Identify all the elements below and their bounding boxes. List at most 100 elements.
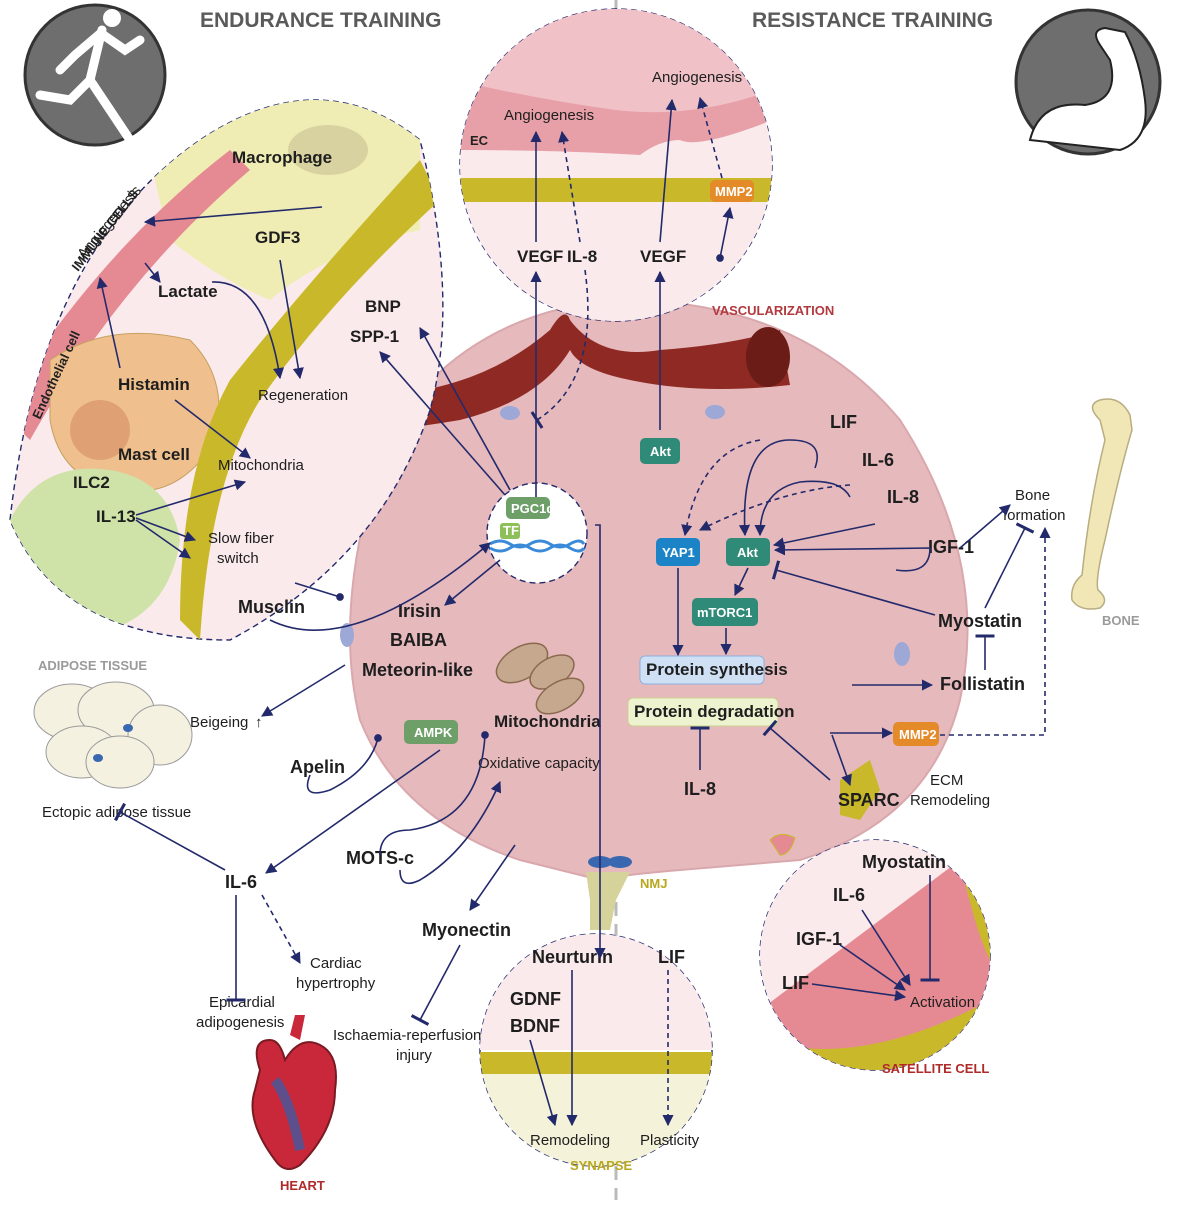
epicardial-line2: adipogenesis: [196, 1014, 284, 1031]
adipose-tissue-label: ADIPOSE TISSUE: [38, 658, 147, 673]
flexed-arm-icon: [1014, 8, 1162, 156]
ampk-box: AMPK: [404, 720, 458, 744]
ischaemia-line2: injury: [396, 1047, 432, 1064]
adipose-cells-icon: [33, 681, 193, 789]
il8-muscle-label: IL-8: [887, 487, 919, 507]
cardiac-line2: hypertrophy: [296, 975, 376, 992]
pathway-arrows: [114, 269, 1051, 1026]
tf-box: TF: [503, 523, 519, 538]
mtorc1-box: mTORC1: [692, 598, 758, 626]
ecm-line2: Remodeling: [910, 792, 990, 809]
gdnf-label: GDNF: [510, 989, 561, 1009]
synapse-label: SYNAPSE: [570, 1158, 632, 1173]
yap1-box: YAP1: [656, 538, 700, 566]
mitochondria-icon: [495, 642, 585, 715]
slow-fiber-line2: switch: [217, 550, 259, 567]
ec-label: EC: [470, 133, 489, 148]
activation-label: Activation: [910, 994, 975, 1011]
vegf-right-label: VEGF: [640, 247, 686, 266]
ilc2-label: ILC2: [73, 473, 110, 492]
beigeing-label: Beigeing: [190, 714, 248, 731]
follistatin-label: Follistatin: [940, 674, 1025, 694]
pgc1a-box: PGC1α: [511, 501, 554, 516]
apelin-label: Apelin: [290, 757, 345, 777]
epicardial-line1: Epicardial: [209, 994, 275, 1011]
muscle-fiber: [340, 298, 969, 882]
sparc-label: SPARC: [838, 790, 900, 810]
slow-fiber-line1: Slow fiber: [208, 530, 274, 547]
lif-label: LIF: [830, 412, 857, 432]
neurturin-label: Neurturin: [532, 947, 613, 967]
svg-text:Protein degradation: Protein degradation: [634, 702, 795, 721]
vascularization-label: VASCULARIZATION: [712, 303, 834, 318]
bone-icon: [1070, 398, 1133, 610]
meteorin-label: Meteorin-like: [362, 660, 473, 680]
ecm-line1: ECM: [930, 772, 963, 789]
bone-label: BONE: [1102, 613, 1140, 628]
vessel-angiogenesis-right: Angiogenesis: [652, 69, 742, 86]
svg-text:MMP2: MMP2: [899, 727, 937, 742]
ectopic-label: Ectopic adipose tissue: [42, 804, 191, 821]
svg-text:Akt: Akt: [737, 545, 759, 560]
il6-left-label: IL-6: [225, 872, 257, 892]
endurance-header: ENDURANCE TRAINING: [200, 9, 442, 32]
vessel-angiogenesis-left: Angiogenesis: [504, 107, 594, 124]
spp1-label: SPP-1: [350, 327, 399, 346]
protein-degradation-box: Protein degradation: [627, 697, 795, 727]
plasticity-label: Plasticity: [640, 1132, 700, 1149]
bdnf-label: BDNF: [510, 1016, 560, 1036]
vegf-left-label: VEGF: [517, 247, 563, 266]
oxidative-capacity-label: Oxidative capacity: [478, 755, 600, 772]
svg-text:Akt: Akt: [650, 444, 672, 459]
mmp2-box: MMP2: [893, 722, 939, 746]
mmp2-top-box: MMP2: [710, 180, 754, 202]
myostatin-label: Myostatin: [938, 611, 1022, 631]
regeneration-label: Regeneration: [258, 387, 348, 404]
satellite-igf1-label: IGF-1: [796, 929, 842, 949]
satellite-panel: Myostatin IL-6 IGF-1 LIF Activation SATE…: [759, 834, 991, 1076]
satellite-lif-label: LIF: [782, 973, 809, 993]
il8-bottom-label: IL-8: [684, 779, 716, 799]
macrophage-label: Macrophage: [232, 148, 332, 167]
runner-icon: [23, 3, 167, 147]
musclin-label: Musclin: [238, 597, 305, 617]
satellite-cell-label: SATELLITE CELL: [882, 1061, 989, 1076]
satellite-il6-label: IL-6: [833, 885, 865, 905]
irisin-label: Irisin: [398, 601, 441, 621]
akt-box: Akt: [726, 538, 770, 566]
myonectin-label: Myonectin: [422, 920, 511, 940]
il6-muscle-label: IL-6: [862, 450, 894, 470]
histamin-label: Histamin: [118, 375, 190, 394]
bone-formation-line2: formation: [1003, 507, 1066, 524]
satellite-myostatin-label: Myostatin: [862, 852, 946, 872]
bnp-label: BNP: [365, 297, 401, 316]
lif-synapse-label: LIF: [658, 947, 685, 967]
remodeling-label: Remodeling: [530, 1132, 610, 1149]
vessel-panel: EC Angiogenesis Angiogenesis VEGF IL-8 V…: [459, 8, 773, 322]
cardiac-line1: Cardiac: [310, 955, 362, 972]
nmj-label: NMJ: [640, 876, 667, 891]
resistance-header: RESISTANCE TRAINING: [752, 9, 993, 32]
svg-text:MMP2: MMP2: [715, 184, 753, 199]
bone-formation-line1: Bone: [1015, 487, 1050, 504]
svg-text:AMPK: AMPK: [414, 725, 453, 740]
mitochondria-label: Mitochondria: [494, 712, 601, 731]
nucleus-panel: PGC1α TF: [486, 482, 588, 584]
il8-vessel-label: IL-8: [567, 247, 597, 266]
svg-text:Protein synthesis: Protein synthesis: [646, 660, 788, 679]
heart-label: HEART: [280, 1178, 325, 1193]
lactate-label: Lactate: [158, 282, 218, 301]
beigeing-up-icon: ↑: [255, 714, 263, 731]
protein-synthesis-box: Protein synthesis: [639, 655, 788, 685]
akt-top-box: Akt: [640, 438, 680, 464]
mast-cell-label: Mast cell: [118, 445, 190, 464]
ischaemia-line1: Ischaemia-reperfusion: [333, 1027, 481, 1044]
immune-mitochondria: Mitochondria: [218, 457, 305, 474]
il13-label: IL-13: [96, 507, 136, 526]
igf1-label: IGF-1: [928, 537, 974, 557]
gdf3-label: GDF3: [255, 228, 300, 247]
baiba-label: BAIBA: [390, 630, 447, 650]
svg-text:YAP1: YAP1: [662, 545, 695, 560]
